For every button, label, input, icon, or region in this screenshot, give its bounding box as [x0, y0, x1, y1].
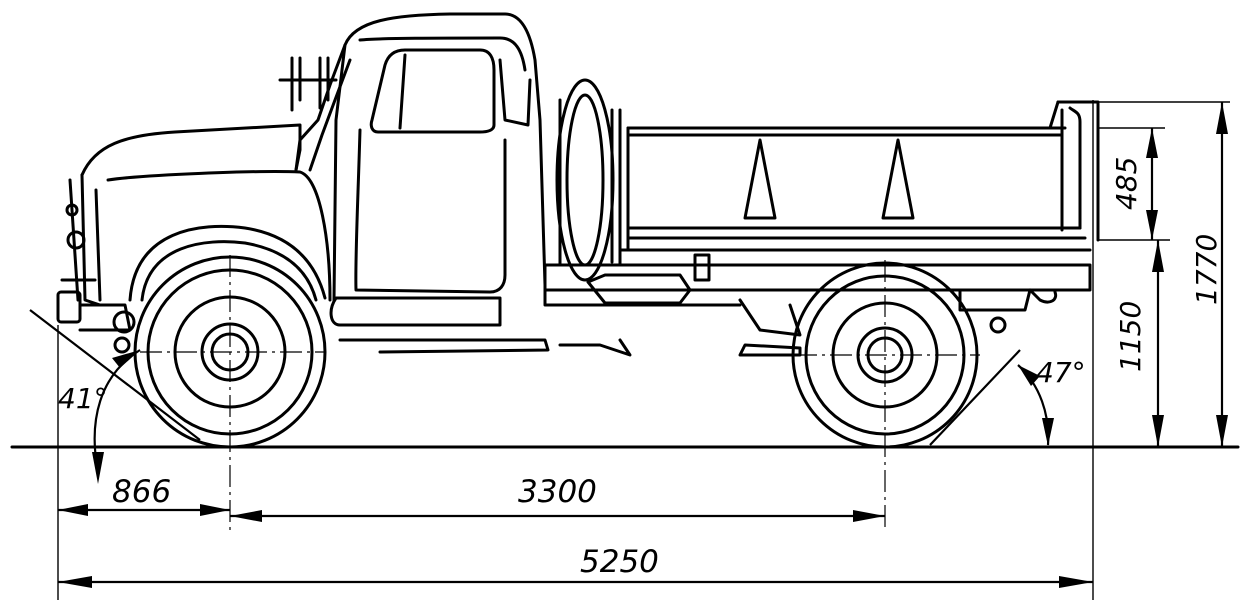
- extension-lines: [57, 100, 1230, 600]
- departure-angle-label: 47°: [1036, 356, 1086, 389]
- overall-height-label: 1770: [1190, 234, 1223, 305]
- approach-angle-label: 41°: [58, 382, 108, 415]
- body-side-height-label: 485: [1110, 157, 1143, 210]
- loading-height-label: 1150: [1114, 301, 1147, 372]
- overall-length-dimension: 5250: [58, 544, 1093, 588]
- departure-angle: 47°: [929, 349, 1086, 446]
- wheelbase-label: 3300: [518, 474, 597, 510]
- overall-height-dimension: 1770: [1190, 102, 1228, 447]
- truck-outline: [56, 12, 1100, 357]
- front-overhang-dimension: 866: [58, 474, 230, 516]
- wheelbase-dimension: 3300: [230, 474, 885, 522]
- body-side-height-dimension: 485: [1110, 128, 1158, 240]
- approach-angle: 41°: [29, 309, 201, 484]
- front-overhang-label: 866: [112, 474, 171, 510]
- overall-length-label: 5250: [580, 544, 659, 580]
- loading-height-dimension: 1150: [1114, 240, 1164, 447]
